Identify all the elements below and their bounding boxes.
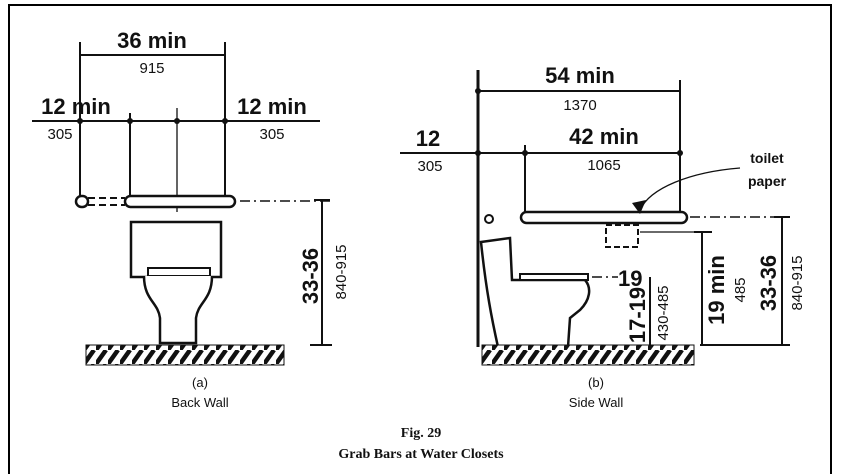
back-grab-bar [123, 194, 237, 209]
paper-height: 19 min [704, 255, 729, 325]
back-total-width-mm: 915 [139, 60, 164, 77]
side-offset: 12 [416, 126, 440, 151]
toilet-side [479, 236, 591, 349]
side-grab-bar [519, 210, 689, 225]
toilet-paper-label-1: toilet [750, 150, 784, 166]
figure-number: Fig. 29 [401, 426, 441, 441]
back-left-offset-mm: 305 [47, 126, 72, 143]
back-right-offset-mm: 305 [259, 126, 284, 143]
caption-side-wall: Side Wall [569, 395, 624, 410]
caption-a: (a) [192, 375, 208, 390]
back-total-width: 36 min [117, 28, 187, 53]
paper-height-mm: 485 [732, 277, 749, 302]
toilet-paper-dispenser [605, 224, 639, 248]
back-wall-view: 36 min 915 12 min 305 12 min 305 33-36 8… [32, 28, 350, 410]
side-total-length: 54 min [545, 63, 615, 88]
side-offset-mm: 305 [417, 158, 442, 175]
side-total-length-mm: 1370 [563, 97, 596, 114]
side-floor [481, 344, 695, 366]
figure-title: Grab Bars at Water Closets [338, 447, 504, 462]
side-bar-height-mm: 840-915 [789, 255, 806, 310]
back-height: 33-36 [298, 248, 323, 304]
back-grab-bar-end [74, 194, 90, 209]
figure-frame [8, 4, 832, 474]
back-left-offset: 12 min [41, 94, 111, 119]
toilet-bowl-front [142, 275, 214, 345]
seat-height: 17-19 [625, 287, 650, 343]
side-bar-length: 42 min [569, 124, 639, 149]
back-height-mm: 840-915 [333, 244, 350, 299]
seat-height-mm: 430-485 [655, 285, 672, 340]
side-wall-view: 54 min 1370 12 305 42 min 1065 toilet pa… [400, 63, 806, 410]
back-right-offset: 12 min [237, 94, 307, 119]
back-floor [85, 344, 285, 366]
seat-ref-height: 19 [618, 266, 642, 291]
toilet-paper-label-2: paper [748, 173, 787, 189]
side-bar-height: 33-36 [756, 255, 781, 311]
caption-back-wall: Back Wall [171, 395, 228, 410]
side-bar-length-mm: 1065 [587, 157, 620, 174]
caption-b: (b) [588, 375, 604, 390]
